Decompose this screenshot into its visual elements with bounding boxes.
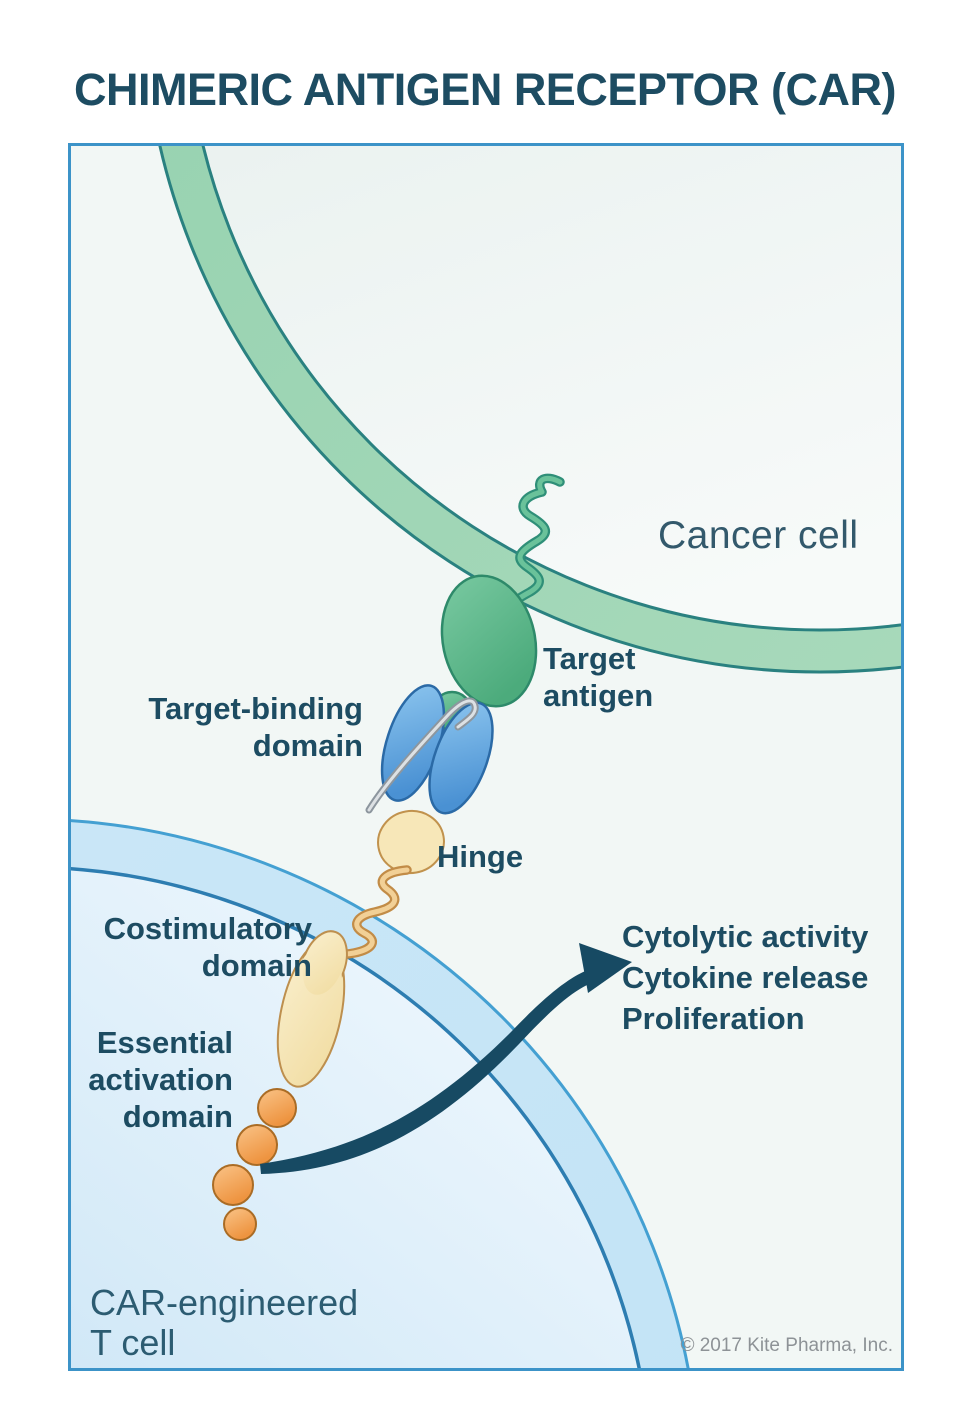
- target-antigen-label-line2: antigen: [543, 678, 654, 713]
- cancer-cell-shape: [158, 146, 901, 674]
- car-diagram: [71, 146, 901, 1368]
- essential-activation-domain-label: Essential activation domain: [50, 1024, 233, 1135]
- cancer-cell-label: Cancer cell: [658, 514, 859, 557]
- target-binding-label-line1: Target-binding: [148, 691, 363, 726]
- outcomes-label: Cytolytic activity Cytokine release Prol…: [622, 916, 868, 1039]
- cancer-cell-interior: [201, 146, 901, 632]
- outcome-cytokine-release: Cytokine release: [622, 960, 869, 995]
- hinge-label: Hinge: [437, 839, 524, 874]
- t-cell-label-line1: CAR-engineered: [90, 1282, 359, 1323]
- transmembrane-coil: [324, 865, 412, 959]
- copyright-notice: © 2017 Kite Pharma, Inc.: [680, 1335, 893, 1356]
- essential-label-line2: activation: [88, 1062, 233, 1097]
- essential-label-line3: domain: [122, 1099, 233, 1134]
- target-binding-domain-shape: [380, 684, 494, 815]
- costimulatory-label-line1: Costimulatory: [103, 911, 312, 946]
- target-antigen-label: Target antigen: [543, 640, 653, 714]
- outcome-cytolytic-activity: Cytolytic activity: [622, 919, 869, 954]
- target-antigen-label-line1: Target: [543, 641, 636, 676]
- scfv-linker-ribbon: [365, 697, 479, 814]
- costimulatory-domain-label: Costimulatory domain: [70, 910, 312, 984]
- page-title: CHIMERIC ANTIGEN RECEPTOR (CAR): [73, 64, 897, 115]
- hinge-shape: [377, 809, 445, 875]
- t-cell-interior: [71, 867, 641, 1368]
- t-cell-label-line2: T cell: [90, 1322, 176, 1363]
- costimulatory-domain-shape: [276, 930, 348, 1088]
- antigen-anchor-coil: [504, 473, 565, 615]
- signal-arrow: [260, 943, 632, 1174]
- essential-label-line1: Essential: [96, 1025, 233, 1060]
- diagram-frame: [68, 143, 904, 1371]
- t-cell-label: CAR-engineered T cell: [90, 1283, 358, 1363]
- target-binding-label-line2: domain: [252, 728, 363, 763]
- target-binding-domain-label: Target-binding domain: [110, 690, 363, 764]
- outcome-proliferation: Proliferation: [622, 1001, 805, 1036]
- activation-domain-beads: [212, 1088, 297, 1241]
- costimulatory-label-line2: domain: [201, 948, 312, 983]
